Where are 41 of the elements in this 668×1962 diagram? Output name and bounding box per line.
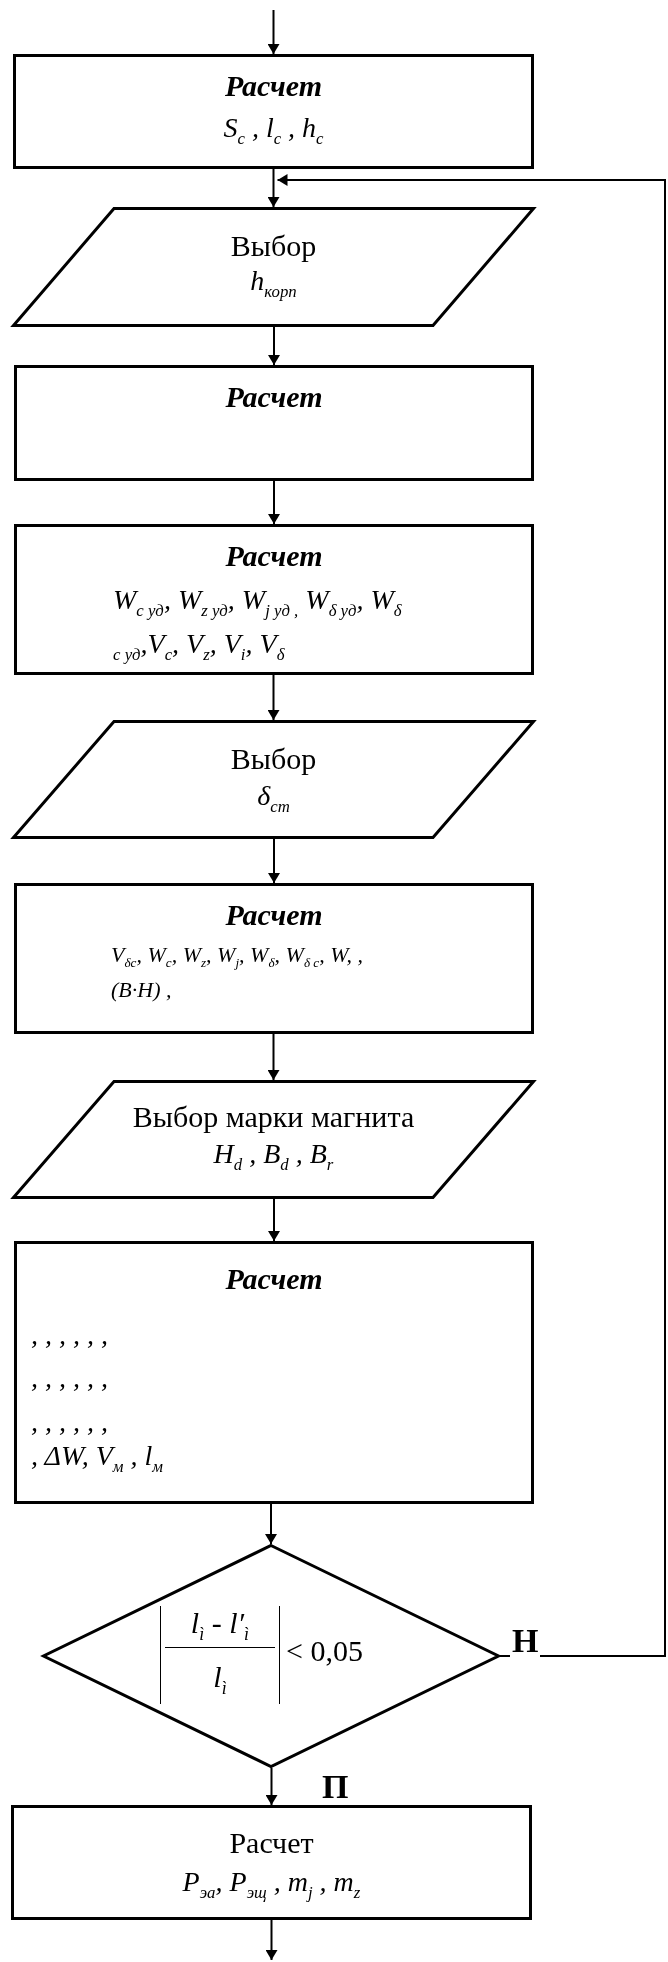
formula-text: δ$_{ст}$: [256, 780, 291, 817]
formula-text: S$_{c}$ , l$_{c}$ , h$_{c}$: [222, 112, 325, 149]
formula-text: V$_{δc}$, W$_{c}$, W$_{z}$, W$_{j}$, W$_{δ}$, W$_{δ c}$, W, , (B·H) ,: [111, 941, 364, 1005]
arrow: [276, 174, 666, 1657]
arrow: [268, 1198, 280, 1242]
process-box: [14, 524, 534, 675]
block-title: Расчет: [224, 898, 324, 932]
block-title: Расчет: [224, 380, 324, 414]
block-title: Расчет: [228, 1826, 315, 1860]
process-box: [11, 1805, 532, 1920]
process-box: [14, 1241, 534, 1504]
arrow: [265, 1919, 278, 1961]
formula-text: , , , , , ,: [31, 1406, 108, 1438]
block-title: Расчет: [223, 69, 324, 103]
block-title: Выбор марки магнита: [131, 1100, 416, 1134]
process-box: [13, 54, 534, 169]
arrow: [268, 480, 280, 525]
formula-text: P$_{эа}$, P$_{эщ}$ , m$_{j}$ , m$_{z}$: [181, 1866, 362, 1903]
process-box: [14, 883, 534, 1034]
formula-text: h$_{корп}$: [249, 265, 298, 302]
formula-text: W$_{c уд}$, W$_{z уд}$, W$_{j уд ,}$ W$_{δ уд}$, W$_{δ}$ $_{c уд}$,V$_{c}$, V$_{z}$, V$_{i}$, V$_{δ}$: [113, 583, 403, 666]
formula-text: , ΔW, V$_{м}$ , l$_{м}$: [31, 1440, 163, 1477]
arrow: [267, 9, 280, 55]
arrow: [267, 674, 280, 721]
formula-text: , , , , , ,: [31, 1362, 108, 1394]
formula-text: H$_{d}$ , B$_{d}$ , B$_{r}$: [212, 1138, 335, 1175]
denominator: l$_{ì}$: [212, 1662, 228, 1697]
numerator: l$_{ì}$ - l′$_{ì}$: [165, 1608, 275, 1648]
block-title: Выбор: [229, 229, 318, 263]
arrow: [268, 326, 280, 366]
block-title: Расчет: [224, 1262, 324, 1296]
arrow: [265, 1767, 278, 1806]
arrow: [267, 168, 280, 208]
arrow: [268, 838, 280, 884]
block-title: Выбор: [229, 742, 318, 776]
process-box: [14, 365, 534, 481]
block-title: Расчет: [224, 539, 324, 573]
condition-text: < 0,05: [286, 1636, 363, 1666]
formula-text: , , , , , ,: [31, 1319, 108, 1351]
arrow: [267, 1033, 280, 1081]
arrow: [265, 1503, 277, 1545]
